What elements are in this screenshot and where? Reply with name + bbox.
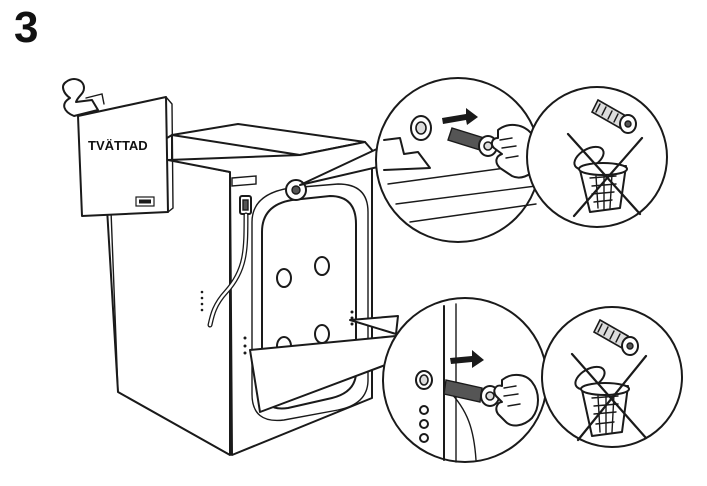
- bolt-icon: [590, 98, 637, 134]
- manual-title: TVÄTTAD: [88, 138, 148, 153]
- small-hole: [419, 405, 429, 415]
- cross-mark-icon: [566, 132, 642, 216]
- manual-booklet: TVÄTTAD: [62, 78, 174, 217]
- mounting-hole: [314, 324, 330, 344]
- small-hole: [419, 419, 429, 429]
- mounting-hole: [314, 256, 330, 276]
- bolt-icon: [592, 318, 639, 356]
- bolt-hole-dots: [200, 290, 354, 355]
- small-hole: [419, 433, 429, 443]
- bottom-callout: [249, 297, 548, 463]
- pull-arrow-icon: [450, 350, 484, 368]
- bottom-keep-bolt-circle: [541, 306, 683, 448]
- top-callout: [299, 77, 541, 243]
- pull-arrow-icon: [442, 108, 478, 125]
- binder-clip-icon: [62, 78, 99, 117]
- mounting-hole: [276, 268, 292, 288]
- top-keep-bolt-circle: [526, 86, 668, 228]
- keep-bolt-circle: [541, 306, 683, 448]
- cross-mark-icon: [570, 352, 648, 440]
- step-number: 3: [14, 3, 39, 52]
